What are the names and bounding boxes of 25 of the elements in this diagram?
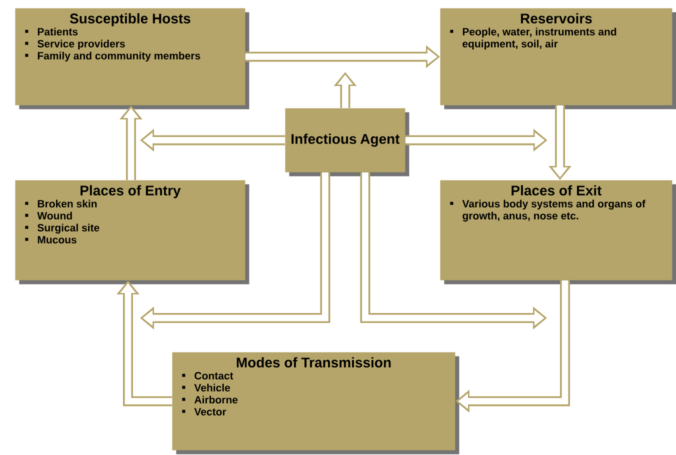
process-box (285, 108, 410, 176)
bullet-item: Surgical site (25, 224, 100, 234)
process-box (440, 180, 676, 284)
bullet-item: Mucous (25, 236, 76, 244)
bullet-item: Service providers (25, 40, 125, 50)
process-box (15, 180, 250, 284)
bullet-item: Wound (25, 212, 72, 220)
box-heading: Reservoirs (520, 13, 592, 24)
process-box (440, 8, 676, 110)
box-heading: Places of Exit (512, 185, 602, 196)
bullet-item: Family and community members (25, 52, 200, 62)
bullet-item: Contact (182, 372, 234, 380)
box-heading: Susceptible Hosts (70, 13, 190, 26)
bullet-item: Various body systems and organs of growth, anus, nose etc. (450, 200, 646, 222)
process-box (15, 8, 250, 110)
bullet-item: Broken skin (25, 200, 97, 208)
bullet-item: People, water, instruments and equipment, soil, air (450, 28, 616, 50)
bullet-item: Patients (25, 28, 78, 36)
box-heading: Modes of Transmission (236, 357, 391, 368)
box-heading: Infectious Agent (292, 134, 400, 147)
bullet-item: Airborne (182, 396, 238, 404)
bullet-item: Vector (182, 408, 226, 416)
box-heading: Places of Entry (80, 185, 181, 198)
bullet-item: Vehicle (182, 384, 230, 392)
process-box (172, 352, 460, 454)
